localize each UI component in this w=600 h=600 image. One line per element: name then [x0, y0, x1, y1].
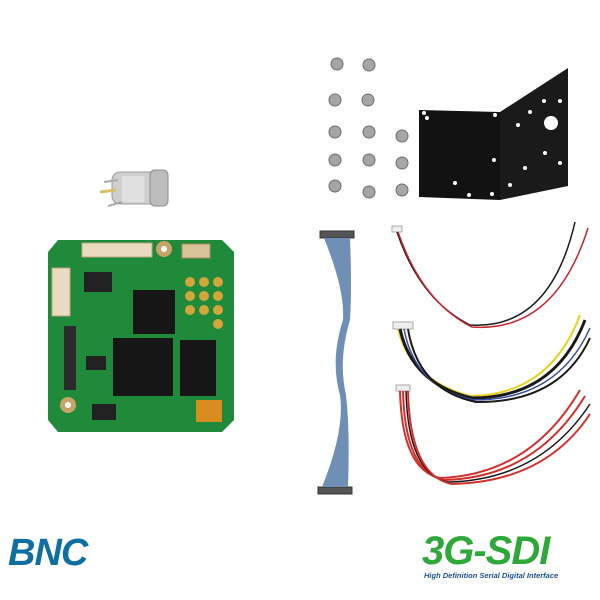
pcb-board-icon: [48, 240, 234, 432]
harness-multicolor-icon: [392, 314, 591, 404]
mounting-bracket-icon: [419, 68, 568, 200]
3g-sdi-logo: 3G-SDI: [422, 529, 550, 573]
bnc-connector-icon: [99, 169, 169, 207]
ribbon-cable-icon: [317, 230, 355, 495]
bnc-label: BNC: [8, 532, 88, 574]
harness-2pin-icon: [391, 221, 589, 329]
hex-nuts-icon: [328, 57, 409, 199]
harness-red-icon: [395, 384, 591, 486]
3g-sdi-subtitle: High Definition Serial Digital Interface: [424, 571, 559, 580]
